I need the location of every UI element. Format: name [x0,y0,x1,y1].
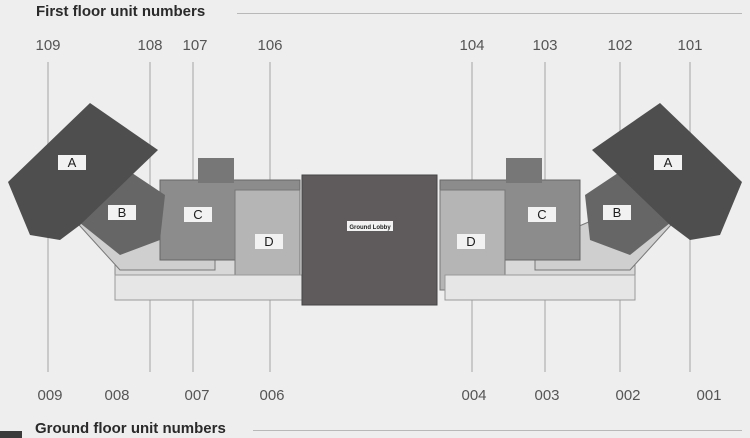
lobby-label: Ground Lobby [349,225,391,231]
header-rule [237,13,742,14]
unit-type-label: D [466,234,475,249]
unit-number: 001 [696,387,722,404]
unit-number: 007 [184,387,210,404]
right-core [444,274,636,301]
unit-number: 008 [104,387,130,404]
unit-type-label: A [68,155,77,170]
unit-number: 103 [532,37,558,54]
right-unit-a-block [592,103,742,240]
left-unit-a-block [8,103,158,240]
unit-type-labels: A B C D D C B A [58,155,682,249]
right-wing [439,103,742,301]
unit-number: 101 [677,37,703,54]
unit-number: 004 [461,387,487,404]
lobby-label-bg [347,221,393,231]
unit-type-label: D [264,234,273,249]
unit-number: 006 [259,387,285,404]
unit-type-label: C [193,207,202,222]
unit-number: 003 [534,387,560,404]
left-core [114,274,306,301]
unit-number: 002 [615,387,641,404]
ground-lobby [301,174,438,306]
corner-marker [0,431,22,438]
unit-number: 107 [182,37,208,54]
ground-floor-title: Ground floor unit numbers [35,420,226,437]
left-balcony [198,158,234,183]
unit-number: 009 [37,387,63,404]
unit-number: 109 [35,37,61,54]
unit-number: 108 [137,37,163,54]
left-wing [8,103,306,301]
unit-type-label: A [664,155,673,170]
right-unit-b-block [585,165,680,255]
unit-number: 102 [607,37,633,54]
unit-number: 106 [257,37,283,54]
unit-type-label: B [613,205,622,220]
first-floor-title: First floor unit numbers [36,3,206,20]
unit-type-label: B [118,205,127,220]
right-balcony [506,158,542,183]
unit-type-label: C [537,207,546,222]
footer-rule [253,430,742,431]
unit-number: 104 [459,37,485,54]
